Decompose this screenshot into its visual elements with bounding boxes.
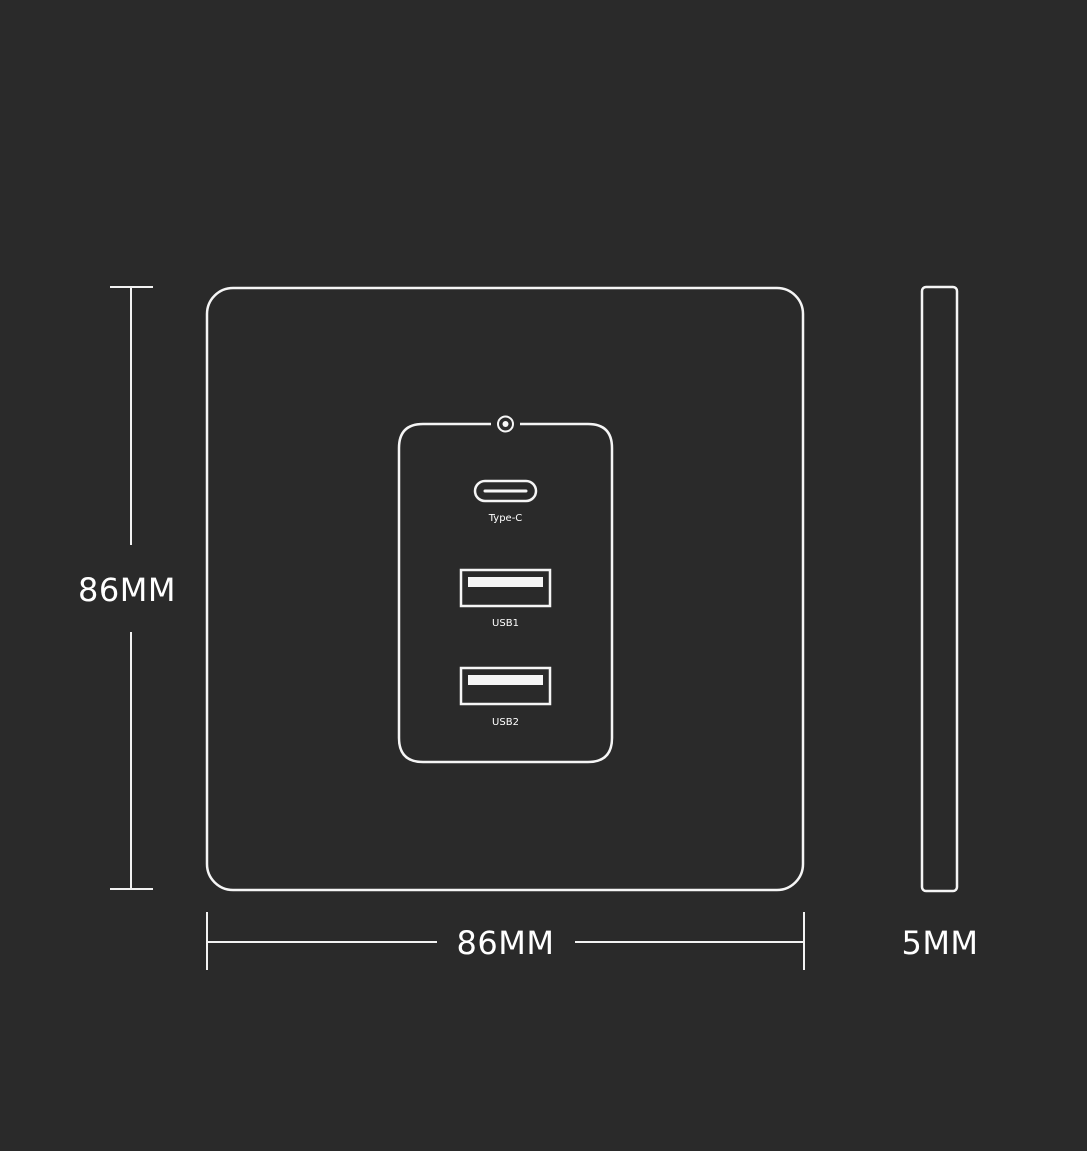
width-label: 86MM	[457, 924, 555, 962]
usb1-label: USB1	[492, 618, 519, 629]
usb2-port	[459, 666, 552, 706]
width-dimension: 86MM	[206, 912, 805, 970]
front-panel-outline	[205, 286, 805, 892]
type-c-label: Type-C	[488, 513, 523, 524]
port-module-outline	[397, 422, 614, 764]
usb1-port-tongue	[468, 577, 543, 587]
usb1-port	[459, 568, 552, 608]
height-label: 86MM	[78, 571, 176, 609]
type-c-port	[473, 479, 538, 503]
power-indicator-icon	[497, 415, 514, 433]
usb2-port-tongue	[468, 675, 543, 685]
height-dimension: 86MM	[78, 286, 176, 890]
usb2-label: USB2	[492, 717, 519, 728]
port-module: Type-C USB1 USB2	[397, 415, 614, 764]
side-profile-outline	[920, 285, 959, 893]
depth-label: 5MM	[901, 924, 978, 962]
